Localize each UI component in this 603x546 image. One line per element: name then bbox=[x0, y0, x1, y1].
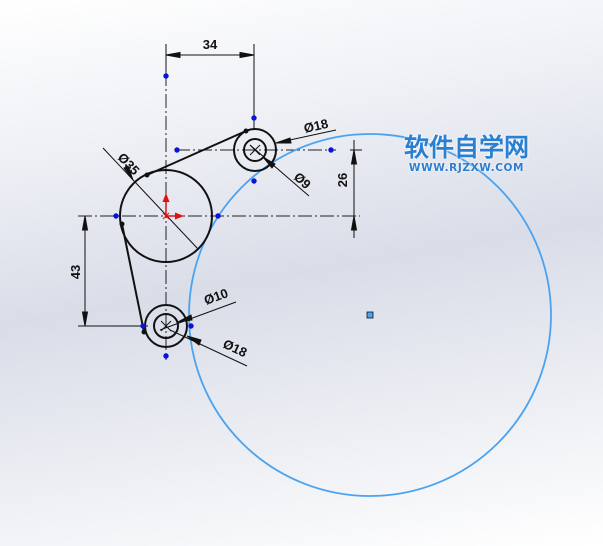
watermark: 软件自学网 WWW.RJZXW.COM bbox=[404, 133, 530, 175]
dimension-43[interactable]: 43 bbox=[68, 215, 148, 327]
dimension-43-label: 43 bbox=[68, 265, 83, 279]
dimension-d35[interactable]: Ø35 bbox=[102, 147, 199, 250]
watermark-title: 软件自学网 bbox=[404, 133, 530, 162]
sketch-point[interactable] bbox=[174, 147, 180, 153]
tangent-line-top[interactable] bbox=[146, 130, 247, 176]
dimension-26[interactable]: 26 bbox=[236, 140, 362, 238]
sketch-point[interactable] bbox=[163, 73, 169, 79]
sketch-points bbox=[113, 73, 334, 359]
tangent-point[interactable] bbox=[119, 221, 125, 227]
tangent-point[interactable] bbox=[243, 128, 249, 134]
dimension-d18-top-label: Ø18 bbox=[302, 116, 329, 136]
selected-construction-circle[interactable] bbox=[188, 133, 552, 497]
circle-center-point[interactable] bbox=[366, 311, 374, 319]
tangent-line-left[interactable] bbox=[121, 223, 145, 333]
dimension-d9-label: Ø9 bbox=[291, 169, 314, 192]
dimension-d10[interactable]: Ø10 bbox=[159, 285, 237, 331]
bottom-inner-circle-d10[interactable] bbox=[153, 313, 179, 339]
sketch-point[interactable] bbox=[140, 323, 146, 329]
dimension-d18-top[interactable]: Ø18 bbox=[275, 116, 337, 144]
tangent-point[interactable] bbox=[144, 172, 150, 178]
dimension-34[interactable]: 34 bbox=[165, 37, 255, 130]
dimension-26-label: 26 bbox=[335, 173, 350, 187]
dimension-d18-bottom-label: Ø18 bbox=[221, 336, 250, 360]
top-inner-circle-d9[interactable] bbox=[243, 138, 267, 162]
sketch-point[interactable] bbox=[188, 323, 194, 329]
sketch-point[interactable] bbox=[328, 147, 334, 153]
dimension-d18-bottom[interactable]: Ø18 bbox=[169, 329, 250, 367]
dimension-d10-label: Ø10 bbox=[202, 285, 230, 308]
dimension-d35-label: Ø35 bbox=[115, 150, 143, 178]
tangent-point[interactable] bbox=[141, 329, 147, 335]
origin-icon bbox=[162, 193, 184, 220]
dimension-34-label: 34 bbox=[203, 37, 218, 52]
sketch-point[interactable] bbox=[251, 115, 257, 121]
top-outer-circle-d18[interactable] bbox=[233, 128, 277, 172]
main-circle-d35[interactable] bbox=[119, 169, 213, 263]
sketch-point[interactable] bbox=[251, 178, 257, 184]
sketch-point[interactable] bbox=[113, 213, 119, 219]
watermark-url: WWW.RJZXW.COM bbox=[408, 162, 525, 174]
sketch-point[interactable] bbox=[215, 213, 221, 219]
sketch-point[interactable] bbox=[163, 353, 169, 359]
